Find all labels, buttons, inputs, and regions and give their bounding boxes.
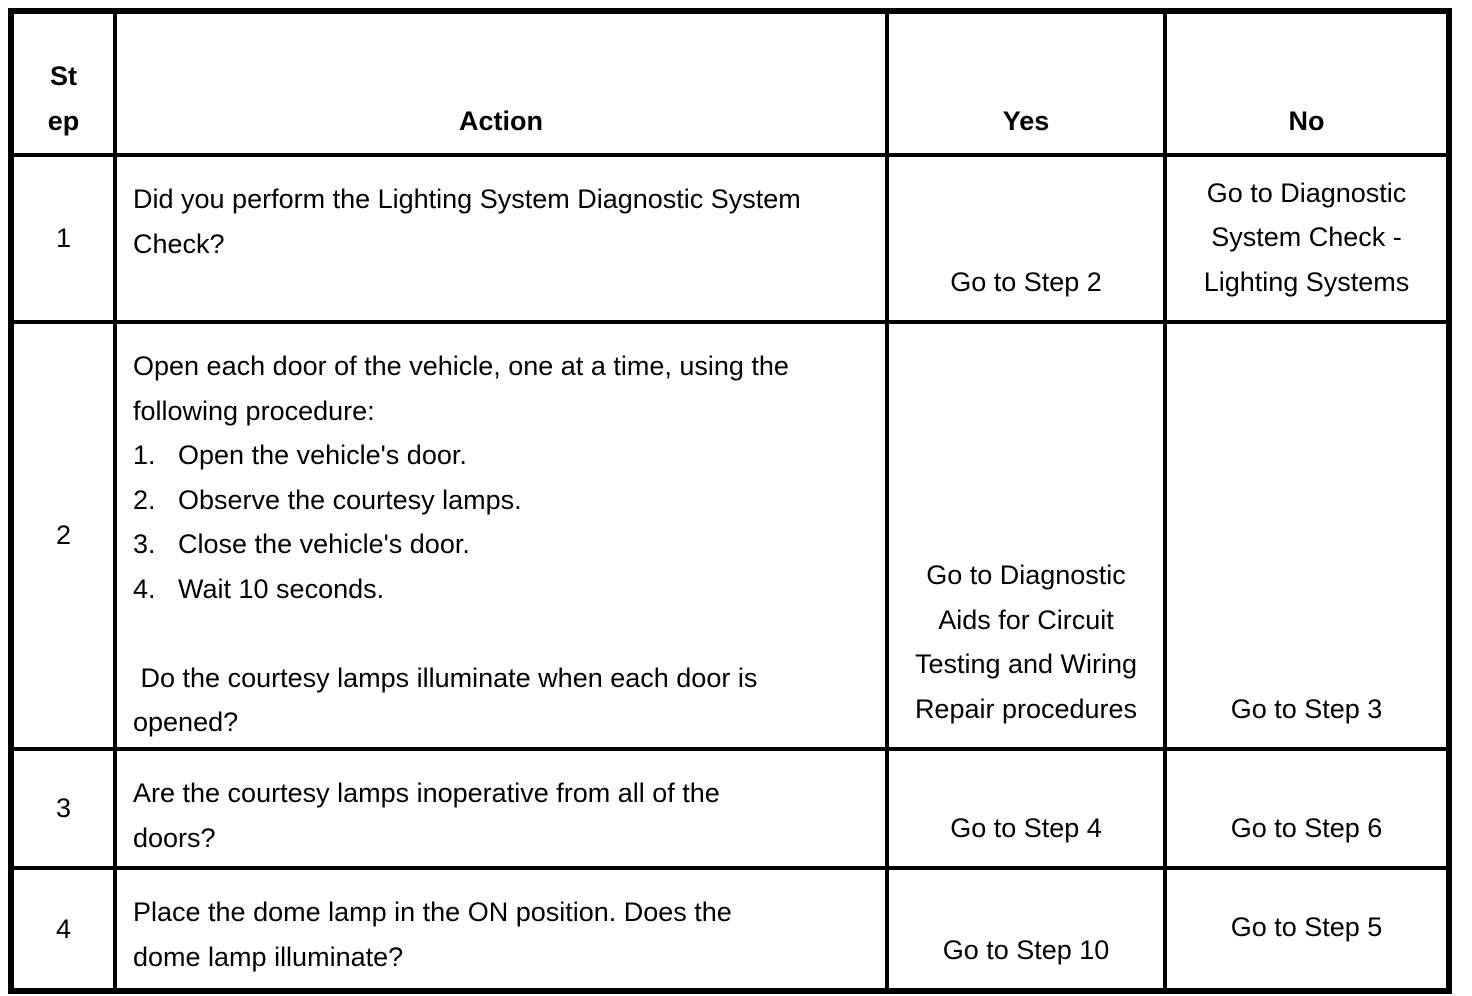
action-cell: Did you perform the Lighting System Diag…: [113, 153, 889, 324]
yes-cell: Go to Step 2: [885, 153, 1167, 324]
no-cell: Go to Diagnostic System Check - Lighting…: [1163, 153, 1451, 324]
yes-cell: Go to Step 10: [885, 866, 1167, 993]
action-cell: Place the dome lamp in the ON position. …: [113, 866, 889, 993]
header-cell-yes: Yes: [885, 9, 1167, 157]
header-cell-no: No: [1163, 9, 1451, 157]
step-number-cell: 3: [9, 747, 117, 870]
no-cell: Go to Step 5: [1163, 866, 1451, 993]
header-cell-action: Action: [113, 9, 889, 157]
no-cell: Go to Step 6: [1163, 747, 1451, 870]
table-row: 4 Place the dome lamp in the ON position…: [9, 866, 1451, 993]
header-cell-step: St ep: [9, 9, 117, 157]
yes-cell: Go to Diagnostic Aids for Circuit Testin…: [885, 320, 1167, 751]
table-header-row: St ep Action Yes No: [9, 9, 1451, 157]
action-cell: Are the courtesy lamps inoperative from …: [113, 747, 889, 870]
step-number-cell: 4: [9, 866, 117, 993]
diagnostic-steps-table: St ep Action Yes No 1 Did you perform th…: [8, 8, 1452, 994]
table-row: 2 Open each door of the vehicle, one at …: [9, 320, 1451, 751]
no-cell: Go to Step 3: [1163, 320, 1451, 751]
table-row: 1 Did you perform the Lighting System Di…: [9, 153, 1451, 324]
yes-cell: Go to Step 4: [885, 747, 1167, 870]
step-number-cell: 2: [9, 320, 117, 751]
action-cell: Open each door of the vehicle, one at a …: [113, 320, 889, 751]
step-number-cell: 1: [9, 153, 117, 324]
table-row: 3 Are the courtesy lamps inoperative fro…: [9, 747, 1451, 870]
